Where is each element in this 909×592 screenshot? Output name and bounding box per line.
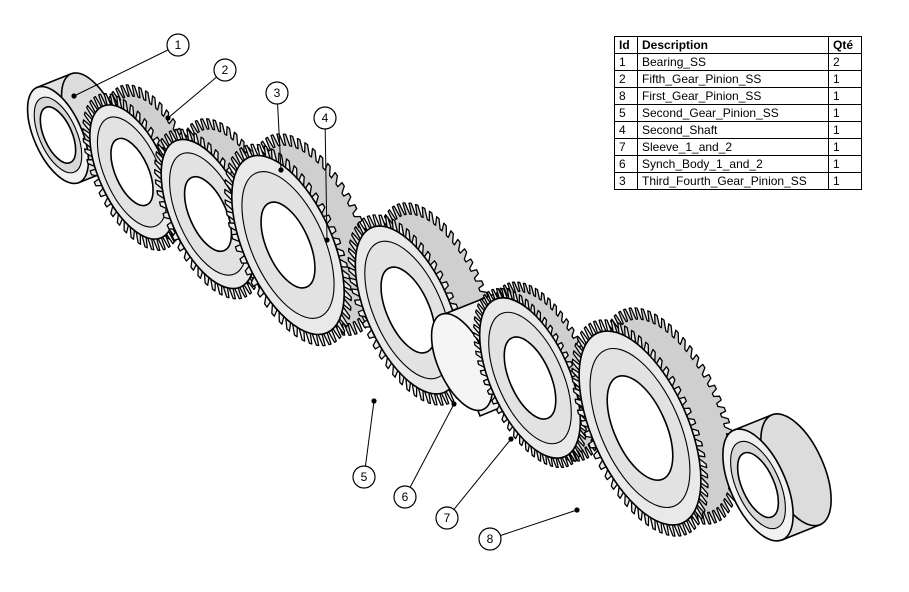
bom-cell-id: 1	[614, 53, 638, 71]
leader-line	[363, 400, 375, 478]
fifth-gear-pinion-bore	[110, 137, 154, 207]
bom-cell-id: 2	[614, 70, 638, 88]
bom-cell-qty: 1	[828, 155, 862, 173]
balloon-label: 3	[274, 86, 281, 100]
leader-line	[276, 92, 282, 171]
balloons-layer: 1 2 3 4 5 6 7 8	[166, 33, 502, 551]
bom-cell-id: 8	[614, 87, 638, 105]
leader-lines	[71, 44, 580, 540]
balloon-circle	[313, 106, 337, 130]
leader-line	[167, 69, 226, 119]
balloon-label: 8	[487, 532, 494, 546]
bom-cell-id: 3	[614, 172, 638, 190]
bom-cell-id: 5	[614, 104, 638, 122]
bom-cell-description: Third_Fourth_Gear_Pinion_SS	[637, 172, 829, 190]
leader-line	[324, 117, 328, 241]
sleeve-bore	[503, 336, 557, 420]
first-gear-pinion-bore	[606, 374, 674, 482]
balloon-circle	[352, 465, 376, 489]
balloon-circle	[435, 506, 459, 530]
bom-cell-qty: 1	[828, 172, 862, 190]
bom-cell-id: 6	[614, 155, 638, 173]
bom-cell-description: Second_Shaft	[637, 121, 829, 139]
parts-layer	[26, 72, 832, 542]
bom-header-row: Id Description Qté	[614, 36, 862, 54]
bom-cell-id: 7	[614, 138, 638, 156]
leader-line	[404, 403, 455, 498]
bom-cell-qty: 1	[828, 70, 862, 88]
bearing-right-bore	[736, 451, 780, 519]
third-fourth-gear-large-bore	[260, 201, 316, 289]
balloon-label: 7	[444, 511, 451, 525]
bom-cell-description: First_Gear_Pinion_SS	[637, 87, 829, 105]
bom-header-qty: Qté	[828, 36, 862, 54]
bom-cell-id: 4	[614, 121, 638, 139]
bom-cell-description: Fifth_Gear_Pinion_SS	[637, 70, 829, 88]
balloon-circle	[213, 58, 237, 82]
leader-line	[73, 44, 179, 97]
second-gear-pinion-bore	[380, 266, 436, 354]
third-fourth-gear-small-bore	[183, 175, 233, 253]
balloon-label: 2	[222, 63, 229, 77]
bom-cell-description: Second_Gear_Pinion_SS	[637, 104, 829, 122]
balloon-label: 4	[322, 111, 329, 125]
bom-cell-description: Synch_Body_1_and_2	[637, 155, 829, 173]
bom-header-id: Id	[614, 36, 638, 54]
bom-cell-description: Bearing_SS	[637, 53, 829, 71]
leader-line	[489, 509, 578, 540]
balloon-label: 6	[402, 490, 409, 504]
leader-dot	[71, 93, 77, 99]
bom-cell-qty: 1	[828, 87, 862, 105]
balloon-label: 1	[175, 38, 182, 52]
leader-dot	[371, 398, 377, 404]
leader-dot	[324, 237, 330, 243]
leader-dot	[451, 401, 457, 407]
bom-cell-qty: 1	[828, 104, 862, 122]
leader-dot	[508, 436, 514, 442]
bearing-left-bore	[39, 106, 77, 164]
balloon-circle	[265, 81, 289, 105]
balloon-label: 5	[361, 470, 368, 484]
bom-cell-qty: 1	[828, 121, 862, 139]
balloon-circle	[478, 527, 502, 551]
bom-header-description: Description	[637, 36, 829, 54]
bom-cell-qty: 2	[828, 53, 862, 71]
leader-line	[446, 438, 512, 519]
bom-cell-description: Sleeve_1_and_2	[637, 138, 829, 156]
leader-dot	[574, 507, 580, 513]
bom-cell-qty: 1	[828, 138, 862, 156]
leader-dot	[278, 167, 284, 173]
balloon-circle	[393, 485, 417, 509]
balloon-circle	[166, 33, 190, 57]
leader-dot	[165, 115, 171, 121]
